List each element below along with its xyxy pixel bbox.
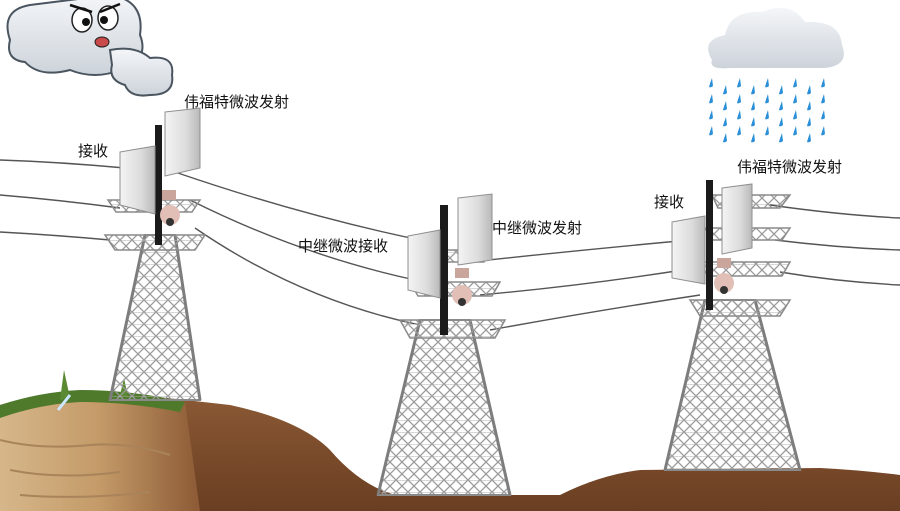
raindrop [765, 126, 769, 136]
rain-cloud-icon [708, 7, 844, 143]
raindrop [723, 117, 727, 127]
raindrop [751, 117, 755, 127]
raindrop [709, 110, 713, 120]
raindrop [765, 94, 769, 104]
label-tower3-transmit: 伟福特微波发射 [737, 158, 843, 176]
dome-camera-icon [160, 190, 180, 226]
raindrop [779, 117, 783, 127]
raindrop [821, 94, 825, 104]
raindrop [779, 101, 783, 111]
power-lines [0, 159, 900, 331]
raindrop [807, 101, 811, 111]
raindrop [793, 126, 797, 136]
label-tower1-receive: 接收 [78, 142, 109, 160]
raindrop [737, 110, 741, 120]
raindrop [807, 117, 811, 127]
terrain [0, 370, 900, 511]
raindrop [751, 133, 755, 143]
raindrop [793, 78, 797, 88]
tower-1 [103, 107, 207, 401]
raindrop [709, 126, 713, 136]
label-tower3-receive: 接收 [654, 193, 685, 211]
raindrop [793, 94, 797, 104]
raindrop [765, 110, 769, 120]
tower-2 [376, 193, 512, 496]
raindrop [779, 133, 783, 143]
microwave-antenna-icon [119, 107, 201, 215]
raindrop [709, 78, 713, 88]
raindrop [751, 101, 755, 111]
label-tower1-transmit: 伟福特微波发射 [184, 93, 290, 111]
microwave-antenna-icon [407, 193, 493, 299]
wind-cloud-icon [6, 0, 174, 97]
raindrop [807, 85, 811, 95]
raindrop [793, 110, 797, 120]
raindrop [765, 78, 769, 88]
raindrop [779, 85, 783, 95]
raindrop [751, 85, 755, 95]
raindrop [723, 85, 727, 95]
label-tower2-relay-receive: 中继微波接收 [298, 237, 389, 255]
raindrop [723, 133, 727, 143]
raindrop [709, 94, 713, 104]
raindrop [821, 126, 825, 136]
raindrop [723, 101, 727, 111]
raindrop [737, 78, 741, 88]
raindrop [821, 78, 825, 88]
dome-camera-icon [714, 258, 734, 294]
raindrop [821, 110, 825, 120]
raindrop [737, 126, 741, 136]
raindrop [737, 94, 741, 104]
dome-camera-icon [452, 268, 472, 306]
microwave-antenna-icon [671, 183, 753, 285]
tower-3 [663, 180, 802, 471]
label-tower2-relay-transmit: 中继微波发射 [492, 219, 583, 237]
raindrop [807, 133, 811, 143]
